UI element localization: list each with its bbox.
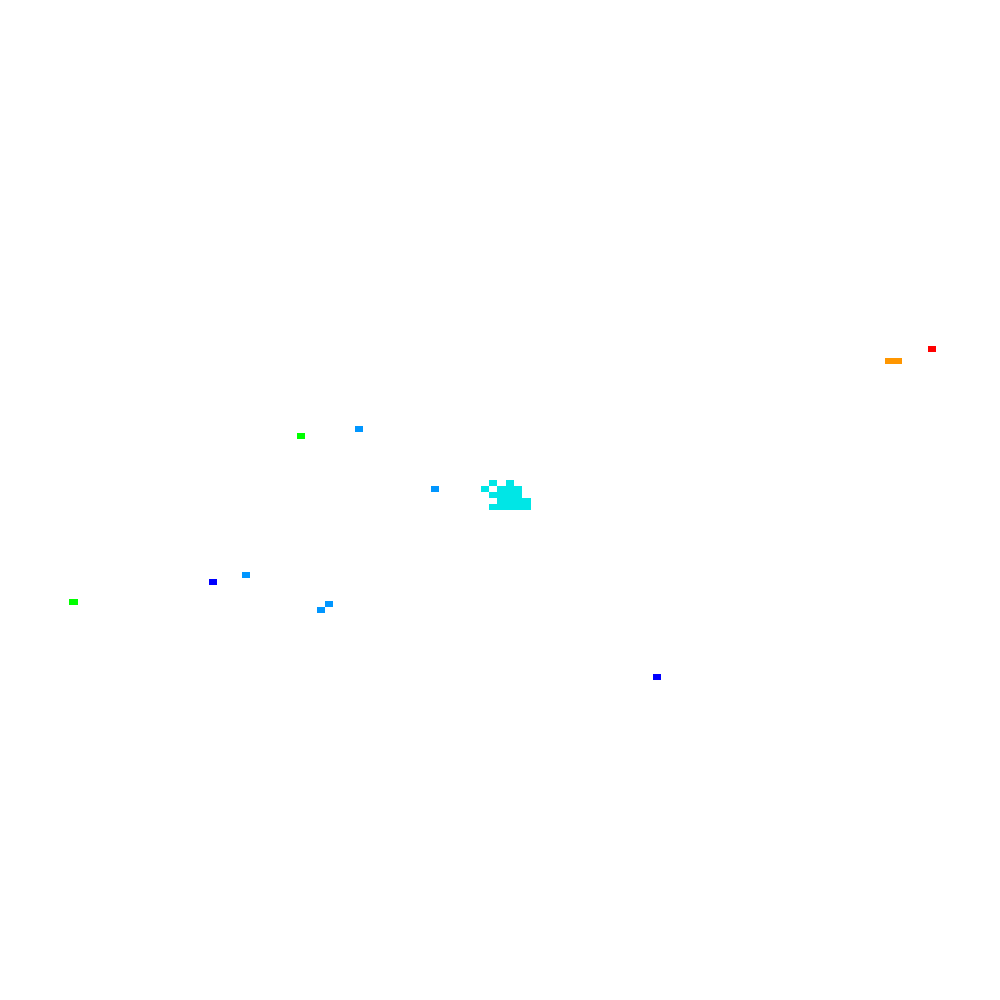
heatmap-cell-12 (506, 480, 514, 486)
heatmap-cell-7 (325, 601, 333, 607)
heatmap-cell-8 (317, 607, 325, 613)
heatmap-cell-9 (209, 579, 217, 585)
heatmap-cell-2 (297, 433, 305, 439)
heatmap-cell-16 (497, 498, 531, 504)
heatmap-cells (69, 346, 936, 680)
heatmap-cell-0 (928, 346, 936, 352)
heatmap-cell-4 (355, 426, 363, 432)
heatmap-cell-11 (489, 480, 497, 486)
heatmap-cell-3 (69, 599, 78, 605)
heatmap-cell-10 (653, 674, 661, 680)
heatmap-cell-6 (242, 572, 250, 578)
heatmap-cell-5 (431, 486, 439, 492)
heatmap-cell-13 (481, 486, 489, 492)
heatmap-cell-15 (489, 492, 522, 498)
heatmap-cell-17 (489, 504, 531, 510)
heatmap-cell-14 (497, 486, 522, 492)
heatmap-cell-1 (885, 358, 902, 364)
